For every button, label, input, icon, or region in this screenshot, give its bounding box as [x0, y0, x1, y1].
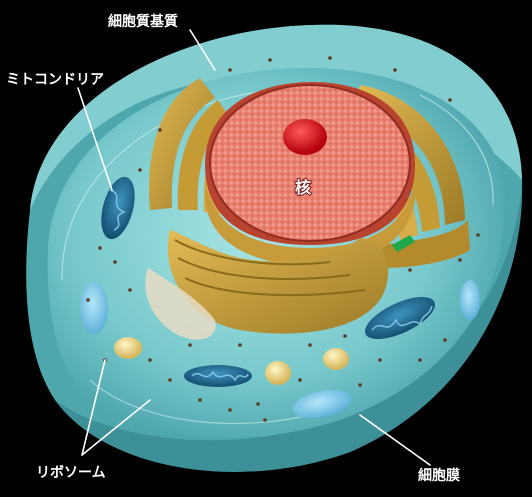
label-cell-membrane: 細胞膜 [418, 467, 460, 484]
mitochondrion [184, 365, 252, 387]
label-nucleus: 核 [295, 178, 311, 197]
label-ribosome: リボソーム [36, 465, 106, 481]
nucleus [205, 82, 415, 265]
label-cytoplasmic-matrix: 細胞質基質 [108, 13, 178, 30]
vacuole [80, 282, 108, 334]
vacuole [460, 280, 480, 320]
nucleolus [283, 119, 327, 155]
label-mitochondria: ミトコンドリア [6, 72, 104, 88]
